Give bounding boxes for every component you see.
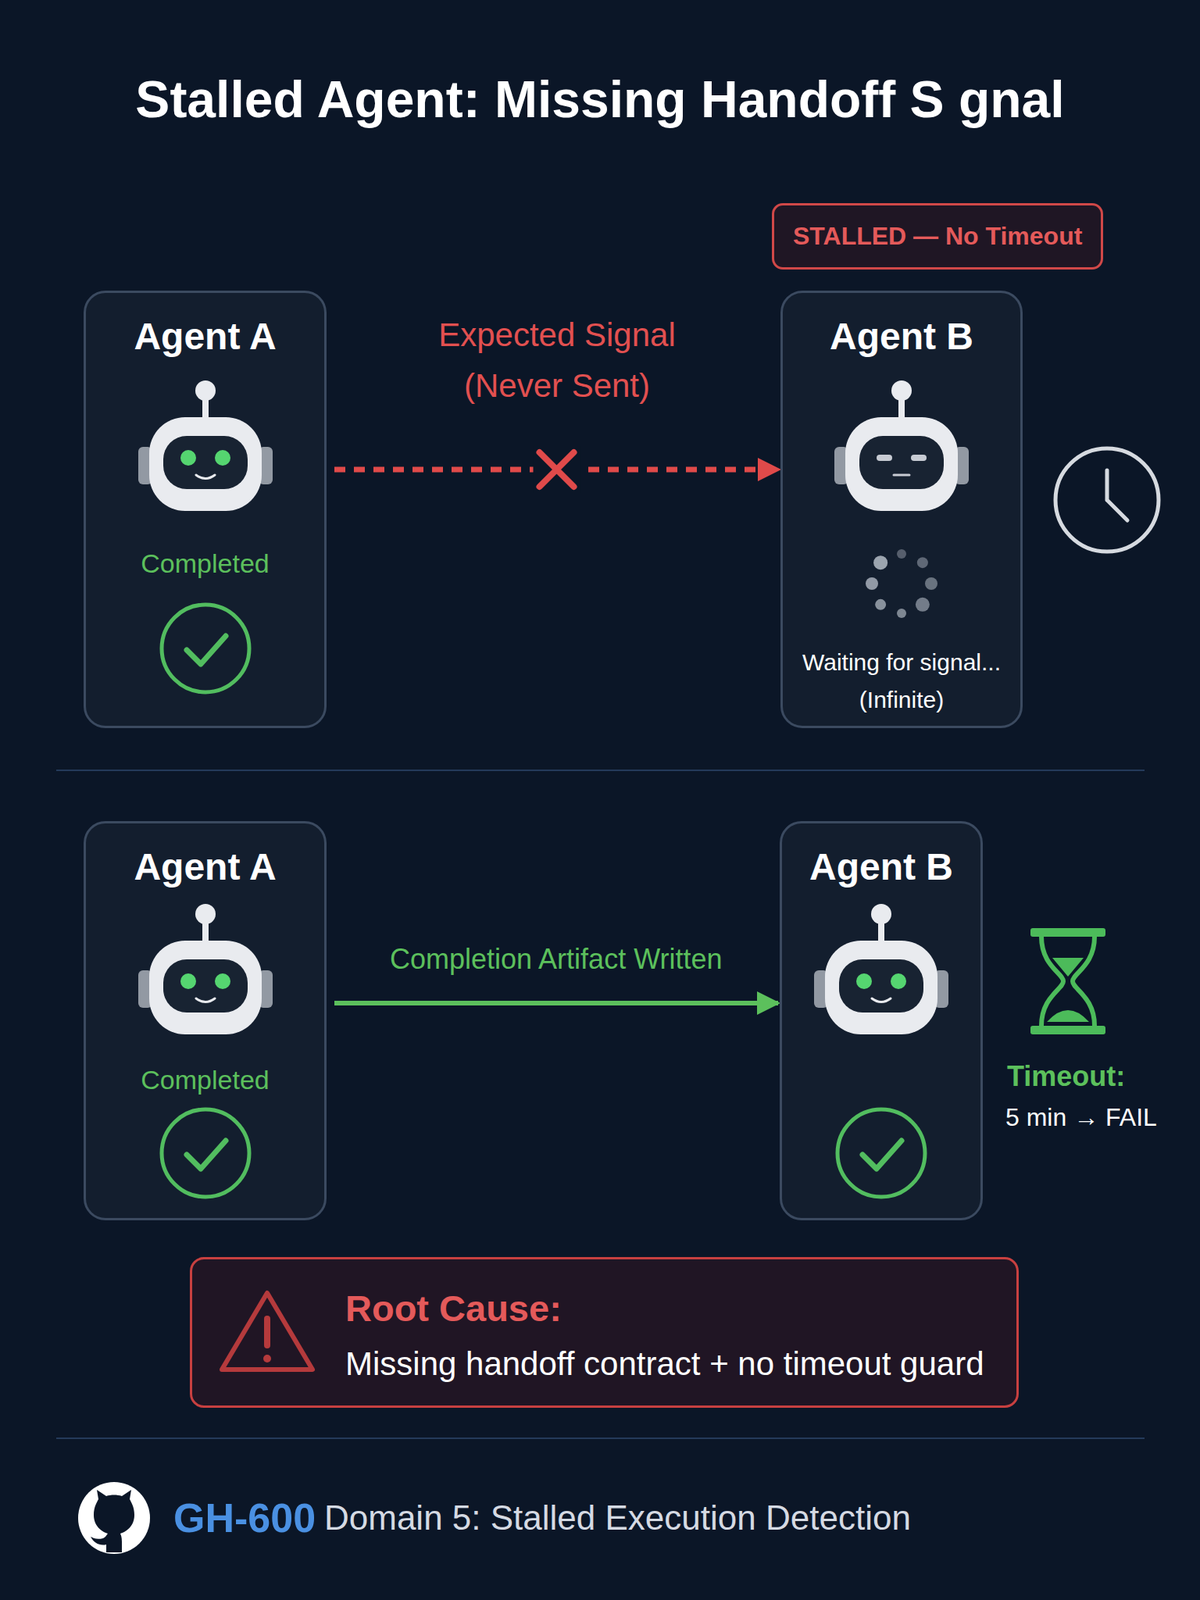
status-badge: STALLED — No Timeout <box>771 203 1104 270</box>
github-icon <box>78 1482 150 1554</box>
node-heading: Agent B <box>789 844 973 890</box>
title: Stalled Agent: Missing Handoff S gnal <box>0 68 1200 131</box>
node-heading: Agent A <box>93 844 317 890</box>
node-heading: Agent A <box>93 314 317 360</box>
node-body: Completed <box>93 1064 317 1097</box>
handoff-connector-group <box>334 446 779 493</box>
edge-label: Expected Signal (Never Sent) <box>411 309 703 411</box>
handoff-arrow <box>334 1000 779 1006</box>
handoff-connector-group <box>334 1003 779 1004</box>
node-body: Completed <box>93 547 317 580</box>
agent-box: Agent B Waiting for signal... (Infinite) <box>780 290 1023 729</box>
node-body: Missing handoff contract + no timeout gu… <box>345 1344 985 1384</box>
clock-icon <box>1055 448 1159 552</box>
agent-box: Agent A Completed <box>83 290 327 729</box>
exam-code: GH-600 <box>173 1493 316 1543</box>
node-heading: Agent B <box>790 314 1013 360</box>
timeout-label: Timeout: <box>1007 1059 1125 1093</box>
blocked-mark <box>539 452 575 487</box>
node-heading: STALLED — No Timeout <box>792 221 1083 251</box>
timeout-value: 5 min → FAIL <box>1005 1102 1158 1133</box>
node-body: Waiting for signal... (Infinite) <box>793 643 1010 719</box>
separator-line <box>56 769 1145 772</box>
agent-box: Agent A Completed <box>83 821 327 1221</box>
separator-line <box>56 1437 1145 1440</box>
footer-text: Domain 5: Stalled Execution Detection <box>324 1497 911 1540</box>
hourglass-icon <box>1030 928 1106 1035</box>
agent-box: Agent B <box>779 821 983 1221</box>
cross-ground <box>533 446 581 493</box>
edge-label: Completion Artifact Written <box>385 942 728 976</box>
node-heading: Root Cause: <box>345 1286 562 1331</box>
root-cause-box: Root Cause: Missing handoff contract + no… <box>189 1257 1019 1408</box>
